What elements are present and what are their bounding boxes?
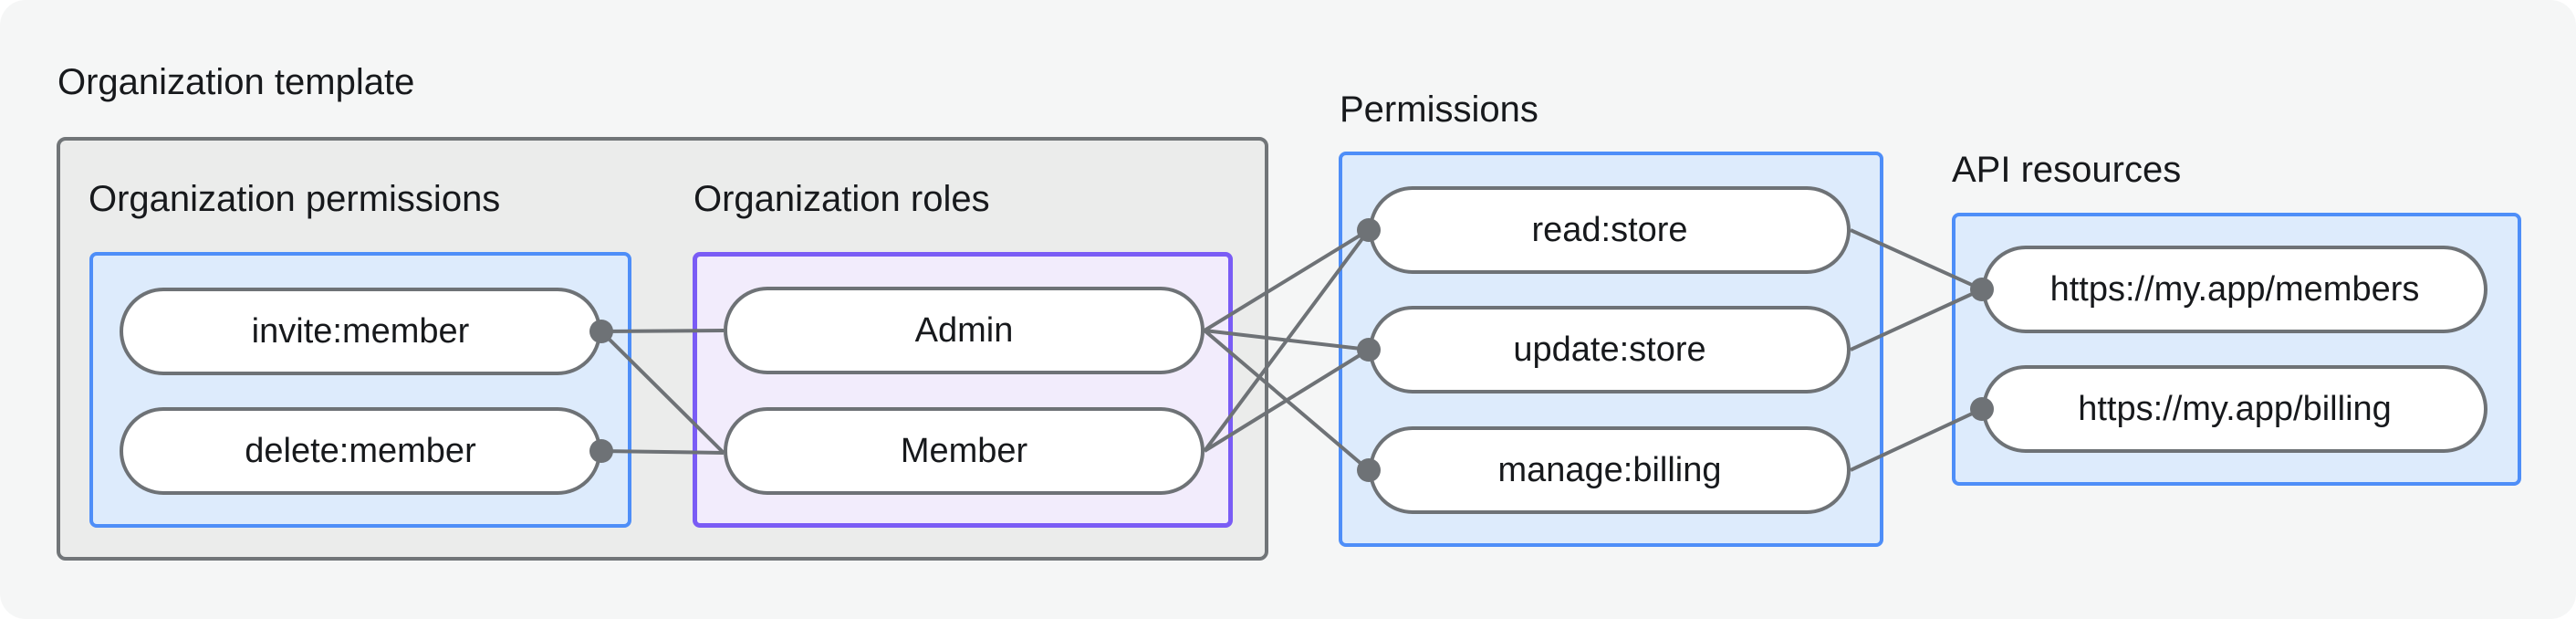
node-admin-role: Admin	[724, 287, 1205, 374]
node-delete-member-label: delete:member	[245, 431, 476, 470]
permissions-title: Permissions	[1340, 89, 1538, 130]
node-update-store-label: update:store	[1513, 330, 1706, 369]
org-template-title: Organization template	[57, 62, 415, 102]
node-admin-role-label: Admin	[914, 310, 1014, 350]
node-invite-member: invite:member	[120, 288, 601, 375]
node-api-billing: https://my.app/billing	[1982, 365, 2487, 453]
node-api-members: https://my.app/members	[1982, 246, 2487, 333]
node-read-store-label: read:store	[1531, 210, 1688, 249]
org-roles-title: Organization roles	[694, 179, 990, 219]
node-manage-billing: manage:billing	[1369, 426, 1851, 514]
node-member-role: Member	[724, 407, 1205, 495]
node-update-store: update:store	[1369, 306, 1851, 393]
node-manage-billing-label: manage:billing	[1497, 450, 1722, 489]
node-member-role-label: Member	[900, 431, 1028, 470]
api-resources-title: API resources	[1952, 150, 2182, 190]
node-delete-member: delete:member	[120, 407, 601, 495]
org-permissions-title: Organization permissions	[89, 179, 501, 219]
node-api-billing-label: https://my.app/billing	[2078, 389, 2392, 428]
node-invite-member-label: invite:member	[251, 311, 470, 351]
node-read-store: read:store	[1369, 186, 1851, 274]
node-api-members-label: https://my.app/members	[2049, 269, 2420, 309]
